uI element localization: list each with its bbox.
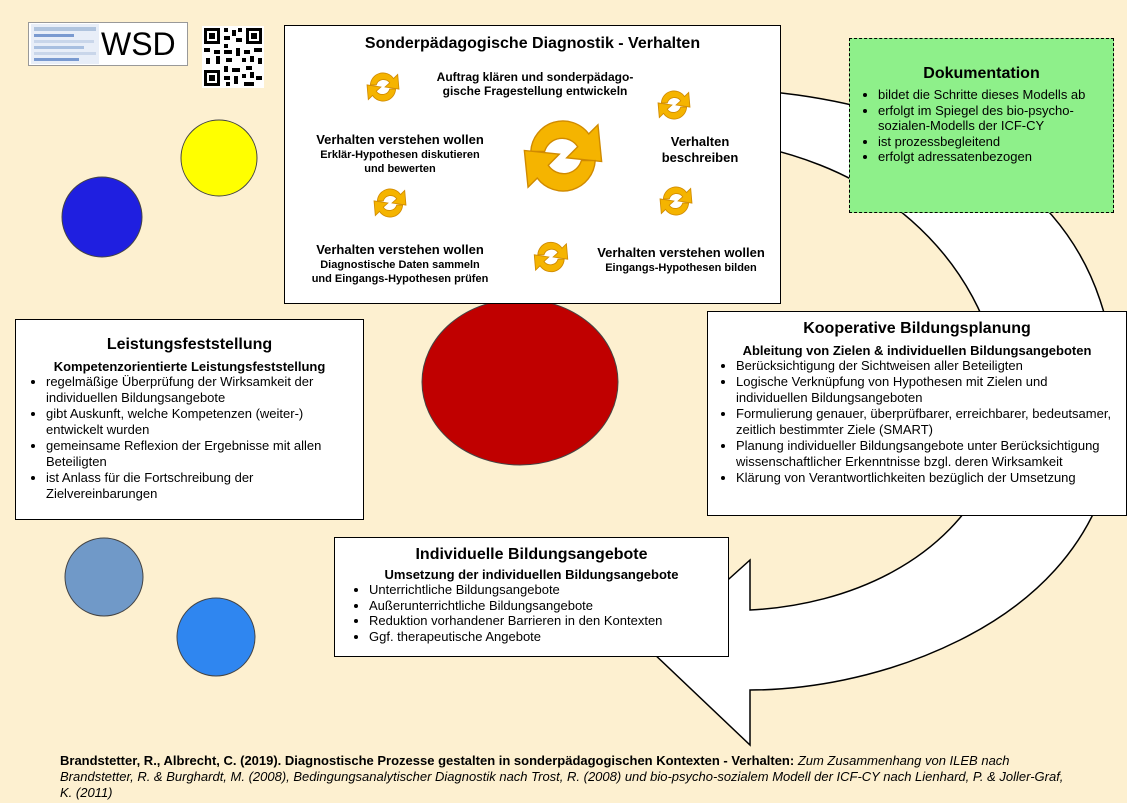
red-circle: [421, 298, 619, 466]
step-bottom-right-line2: Eingangs-Hypothesen bilden: [605, 262, 757, 274]
performance-item: ist Anlass für die Fortschreibung der Zi…: [46, 470, 359, 502]
planning-item: Klärung von Verantwortlichkeiten bezügli…: [736, 470, 1116, 486]
step-right-line2: beschreiben: [661, 150, 739, 165]
step-left-line2: Erklär-Hypothesen diskutieren und bewert…: [320, 149, 480, 175]
wsd-logo-thumbnail: [31, 24, 99, 64]
performance-item: gibt Auskunft, welche Kompetenzen (weite…: [46, 406, 359, 438]
offers-item: Außerunterrichtliche Bildungsangebote: [369, 598, 728, 614]
steel-blue-circle: [64, 537, 144, 617]
step-bottom-left-label: Verhalten verstehen wollen Diagnostische…: [295, 242, 505, 286]
planning-item: Formulierung genauer, überprüfbarer, err…: [736, 406, 1116, 438]
cycle-icon-top-left: [366, 72, 400, 102]
step-right-label: Verhalten beschreiben: [640, 134, 760, 166]
step-left-line1: Verhalten verstehen wollen: [316, 132, 484, 147]
documentation-title: Dokumentation: [923, 65, 1040, 82]
planning-item: Berücksichtigung der Sichtweisen aller B…: [736, 358, 1116, 374]
cycle-icon-middle-right: [659, 186, 693, 216]
performance-list: regelmäßige Überprüfung der Wirksamkeit …: [16, 374, 363, 502]
step-bottom-left-line2: Diagnostische Daten sammeln und Eingangs…: [311, 259, 489, 285]
cycle-icon-bottom: [533, 241, 569, 273]
planning-box: Kooperative Bildungsplanung Ableitung vo…: [707, 311, 1127, 516]
planning-subtitle: Ableitung von Zielen & individuellen Bil…: [742, 343, 1092, 358]
documentation-box: Dokumentation bildet die Schritte dieses…: [849, 38, 1114, 213]
offers-item: Reduktion vorhandener Barrieren in den K…: [369, 613, 728, 629]
documentation-item: ist prozessbegleitend: [878, 134, 1107, 150]
performance-item: gemeinsame Reflexion der Ergebnisse mit …: [46, 438, 359, 470]
diagnostics-title: Sonderpädagogische Diagnostik - Verhalte…: [364, 35, 701, 52]
yellow-circle: [180, 119, 258, 197]
performance-title: Leistungsfeststellung: [106, 336, 273, 353]
offers-item: Ggf. therapeutische Angebote: [369, 629, 728, 645]
offers-title: Individuelle Bildungsangebote: [415, 546, 648, 563]
cycle-icon-middle-left: [373, 188, 407, 218]
planning-item: Logische Verknüpfung von Hypothesen mit …: [736, 374, 1116, 406]
planning-list: Berücksichtigung der Sichtweisen aller B…: [708, 358, 1126, 486]
qr-code: [202, 26, 264, 88]
offers-subtitle: Umsetzung der individuellen Bildungsange…: [384, 567, 679, 582]
performance-box: Leistungsfeststellung Kompetenzorientier…: [15, 319, 364, 520]
offers-box: Individuelle Bildungsangebote Umsetzung …: [334, 537, 729, 657]
step-left-label: Verhalten verstehen wollen Erklär-Hypoth…: [295, 132, 505, 176]
dark-blue-circle: [61, 176, 143, 258]
documentation-item: erfolgt adressatenbezogen: [878, 149, 1107, 165]
wsd-logo-text: WSD: [101, 26, 176, 62]
documentation-item: bildet die Schritte dieses Modells ab: [878, 87, 1107, 103]
documentation-item: erfolgt im Spiegel des bio-psycho-sozial…: [878, 103, 1107, 134]
performance-subtitle: Kompetenzorientierte Leistungsfeststellu…: [53, 359, 326, 374]
step-top-label: Auftrag klären und sonderpädago- gische …: [436, 70, 634, 98]
cycle-icon-top-right: [657, 90, 691, 120]
wsd-logo: WSD: [28, 22, 188, 66]
offers-item: Unterrichtliche Bildungsangebote: [369, 582, 728, 598]
diagnostics-box: Sonderpädagogische Diagnostik - Verhalte…: [284, 25, 781, 304]
step-right-line1: Verhalten: [670, 134, 730, 149]
citation-italic: Zum Zusammenhang von ILEB nach Brandstet…: [60, 753, 1064, 800]
citation: Brandstetter, R., Albrecht, C. (2019). D…: [60, 753, 1070, 801]
step-bottom-left-line1: Verhalten verstehen wollen: [316, 242, 484, 257]
planning-item: Planung individueller Bildungsangebote u…: [736, 438, 1116, 470]
planning-title: Kooperative Bildungsplanung: [803, 320, 1031, 337]
offers-list: Unterrichtliche Bildungsangebote Außerun…: [335, 582, 728, 644]
light-blue-circle: [176, 597, 256, 677]
step-bottom-right-label: Verhalten verstehen wollen Eingangs-Hypo…: [581, 245, 781, 275]
performance-item: regelmäßige Überprüfung der Wirksamkeit …: [46, 374, 359, 406]
citation-bold: Brandstetter, R., Albrecht, C. (2019). D…: [60, 753, 795, 768]
cycle-icon-center: [523, 120, 603, 192]
step-bottom-right-line1: Verhalten verstehen wollen: [597, 245, 765, 260]
documentation-list: bildet die Schritte dieses Modells ab er…: [850, 87, 1113, 165]
